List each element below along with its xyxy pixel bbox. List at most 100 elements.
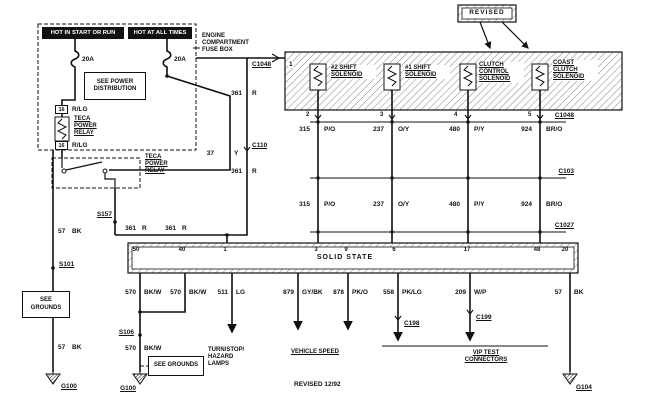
connector-c1027-label: C1027 bbox=[554, 222, 574, 229]
connector-symbols bbox=[243, 53, 544, 321]
revision-note: REVISED 12/92 bbox=[294, 381, 341, 388]
wire-num-878: 878 bbox=[333, 289, 344, 296]
shift-solenoid-2-label: #2 SHIFT SOLENOID bbox=[330, 65, 376, 79]
connector-c199-label: C199 bbox=[476, 314, 492, 321]
wire-color-bro-a: BR/O bbox=[546, 126, 563, 133]
wire-num-237-b: 237 bbox=[373, 201, 384, 208]
wire-color-lg: LG bbox=[236, 289, 246, 296]
connector-c110-label: C110 bbox=[252, 142, 268, 149]
splice-s101-label: S101 bbox=[59, 261, 75, 268]
wire-num-237-a: 237 bbox=[373, 126, 384, 133]
hot-at-all-times-tag: HOT AT ALL TIMES bbox=[128, 27, 192, 39]
module-pin-48: 48 bbox=[533, 247, 541, 253]
wire-num-361-c: 361 bbox=[125, 225, 136, 232]
wire-num-361-a: 361 bbox=[231, 90, 242, 97]
connector-c198-label: C198 bbox=[404, 320, 420, 327]
wire-color-rlg-top: R/LG bbox=[72, 106, 88, 113]
wire-num-57-b: 57 bbox=[58, 344, 66, 351]
wire-num-480-a: 480 bbox=[449, 126, 460, 133]
wire-num-511: 511 bbox=[217, 289, 229, 296]
revised-stamp: REVISED bbox=[469, 9, 505, 16]
wire-color-bk-b: BK bbox=[72, 344, 82, 351]
wire-color-bkw-b: BK/W bbox=[189, 289, 207, 296]
wire-num-361-b: 361 bbox=[231, 168, 242, 175]
solid-state-title: SOLID STATE bbox=[316, 254, 374, 261]
wire-num-570-b: 570 bbox=[170, 289, 181, 296]
turn-stop-line-1: TURN/STOP/ bbox=[208, 347, 245, 353]
revised-arrows bbox=[479, 21, 529, 50]
wire-color-oy-b: O/Y bbox=[398, 201, 410, 208]
wire-num-315-a: 315 bbox=[299, 126, 310, 133]
wire-color-bk-a: BK bbox=[72, 228, 82, 235]
splice-s106-label: S106 bbox=[118, 329, 134, 336]
solenoid-pin-5: 5 bbox=[528, 112, 532, 118]
solenoid-pin-4: 4 bbox=[454, 112, 458, 118]
teca-power-relay-contacts-label: TECA POWER RELAY bbox=[145, 154, 168, 174]
fuse-left-rating: 20A bbox=[82, 56, 94, 63]
wire-color-py-a: P/Y bbox=[474, 126, 485, 133]
wire-color-r-b: R bbox=[252, 168, 257, 175]
ground-g100-mid-label: G100 bbox=[120, 385, 136, 392]
turn-stop-line-2: HAZARD bbox=[208, 353, 234, 360]
wire-color-r-c: R bbox=[142, 225, 147, 232]
hatched-assemblies bbox=[127, 4, 623, 274]
wire-num-924-a: 924 bbox=[521, 126, 532, 133]
ground-g100-left-label: G100 bbox=[61, 383, 77, 390]
wire-num-57-c: 57 bbox=[554, 289, 562, 296]
ground-g104-label: G104 bbox=[576, 384, 592, 391]
wire-color-oy-a: O/Y bbox=[398, 126, 410, 133]
connector-c1048-right-label: C1048 bbox=[554, 112, 574, 119]
wire-color-py-b: P/Y bbox=[474, 201, 485, 208]
relay-pin-16-top: 16 bbox=[55, 105, 68, 114]
wire-color-gybk: GY/BK bbox=[302, 289, 323, 296]
fuse-right-rating: 20A bbox=[174, 56, 186, 63]
see-power-distribution-box: SEE POWER DISTRIBUTION bbox=[84, 72, 146, 100]
vehicle-speed-label: VEHICLE SPEED bbox=[290, 349, 339, 355]
turn-stop-line-3: LAMPS bbox=[208, 360, 229, 367]
wire-num-570-c: 570 bbox=[125, 345, 136, 352]
wire-color-y: Y bbox=[234, 150, 239, 157]
relay-pin-16-bottom: 16 bbox=[55, 141, 68, 150]
wire-color-pko: PK/O bbox=[352, 289, 368, 296]
wire-color-bk-c: BK bbox=[574, 289, 584, 296]
module-pin-9: 9 bbox=[344, 247, 348, 253]
module-pin-1: 1 bbox=[223, 247, 227, 253]
see-grounds-box-mid: SEE GROUNDS bbox=[148, 356, 204, 376]
hot-in-start-or-run-tag: HOT IN START OR RUN bbox=[42, 27, 124, 39]
module-pin-50: 50 bbox=[132, 247, 140, 253]
clutch-control-solenoid-label: CLUTCH CONTROL SOLENOID bbox=[478, 62, 524, 83]
module-pin-6: 6 bbox=[392, 247, 396, 253]
module-pin-3: 3 bbox=[314, 247, 318, 253]
module-pin-17: 17 bbox=[463, 247, 471, 253]
wire-num-879: 879 bbox=[283, 289, 294, 296]
turn-stop-hazard-label: TURN/STOP/ HAZARD LAMPS bbox=[208, 347, 244, 368]
wire-num-480-b: 480 bbox=[449, 201, 460, 208]
wire-color-bkw-c: BK/W bbox=[144, 345, 162, 352]
engine-compartment-fuse-box-label: ENGINE COMPARTMENT FUSE BOX bbox=[202, 33, 249, 53]
module-pin-20: 20 bbox=[561, 247, 569, 253]
wire-color-r-d: R bbox=[182, 225, 187, 232]
splice-s157-label: S157 bbox=[96, 211, 112, 218]
wire-color-po-a: P/O bbox=[324, 126, 336, 133]
wire-num-57-a: 57 bbox=[58, 228, 66, 235]
vip-test-connectors-label: VIP TEST CONNECTORS bbox=[464, 350, 508, 363]
wire-num-924-b: 924 bbox=[521, 201, 532, 208]
connector-c103-label: C103 bbox=[558, 168, 574, 175]
wire-num-37: 37 bbox=[206, 150, 214, 157]
wire-num-315-b: 315 bbox=[299, 201, 310, 208]
module-pin-40: 40 bbox=[178, 247, 186, 253]
wire-color-bkw-a: BK/W bbox=[144, 289, 162, 296]
shift-solenoid-1-label: #1 SHIFT SOLENOID bbox=[404, 65, 450, 79]
wire-num-361-d: 361 bbox=[165, 225, 176, 232]
wire-color-r-a: R bbox=[252, 90, 257, 97]
coil-symbols bbox=[54, 63, 549, 174]
wire-color-po-b: P/O bbox=[324, 201, 336, 208]
wire-num-209: 209 bbox=[455, 289, 466, 296]
wire-color-bro-b: BR/O bbox=[546, 201, 563, 208]
solenoid-inlet-pin: 1 bbox=[288, 61, 294, 69]
wire-num-570-a: 570 bbox=[125, 289, 136, 296]
splice-dots bbox=[51, 74, 542, 337]
connector-c1048-top-label: C1048 bbox=[252, 61, 272, 68]
